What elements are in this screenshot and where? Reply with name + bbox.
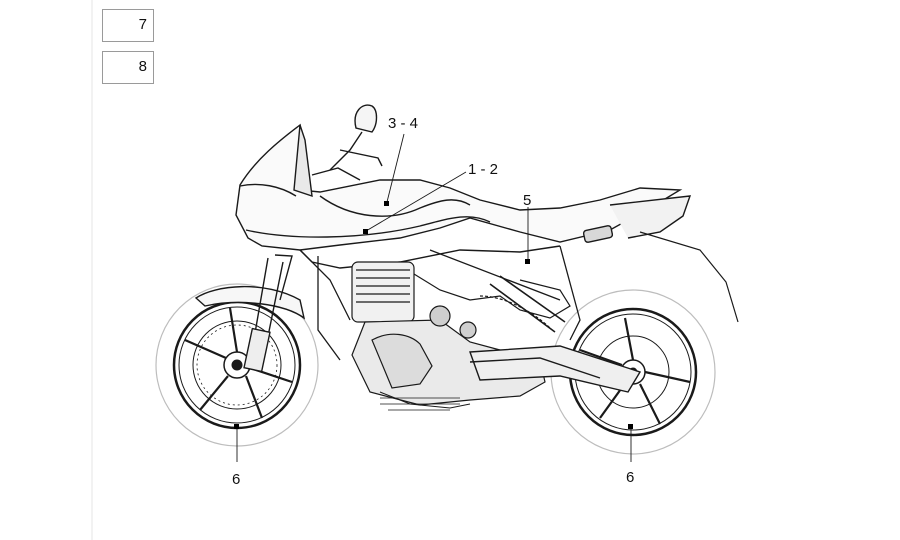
marker-5: [525, 259, 530, 264]
legend-box-8: 8: [102, 51, 154, 84]
swingarm: [469, 345, 642, 393]
callout-1-2: 1 - 2: [468, 161, 499, 178]
marker-3-4: [384, 201, 389, 206]
engine: [351, 261, 571, 411]
front-fork: [194, 254, 306, 373]
frame: [299, 245, 581, 361]
legend-box-7-label: 7: [138, 16, 147, 33]
leader-lines: [236, 133, 632, 462]
mirror-and-handlebar: [311, 104, 383, 181]
legend-box-8-label: 8: [138, 58, 147, 75]
marker-1-2: [363, 229, 368, 234]
fairing-and-tank: [235, 123, 739, 323]
marker-6-front: [234, 424, 239, 429]
legend-box-7: 7: [102, 9, 154, 42]
callout-6-front: 6: [232, 471, 241, 488]
marker-6-rear: [628, 424, 633, 429]
callout-3-4: 3 - 4: [388, 115, 419, 132]
callout-5: 5: [523, 192, 532, 209]
callout-6-rear: 6: [626, 469, 635, 486]
label-markers: [234, 201, 633, 429]
